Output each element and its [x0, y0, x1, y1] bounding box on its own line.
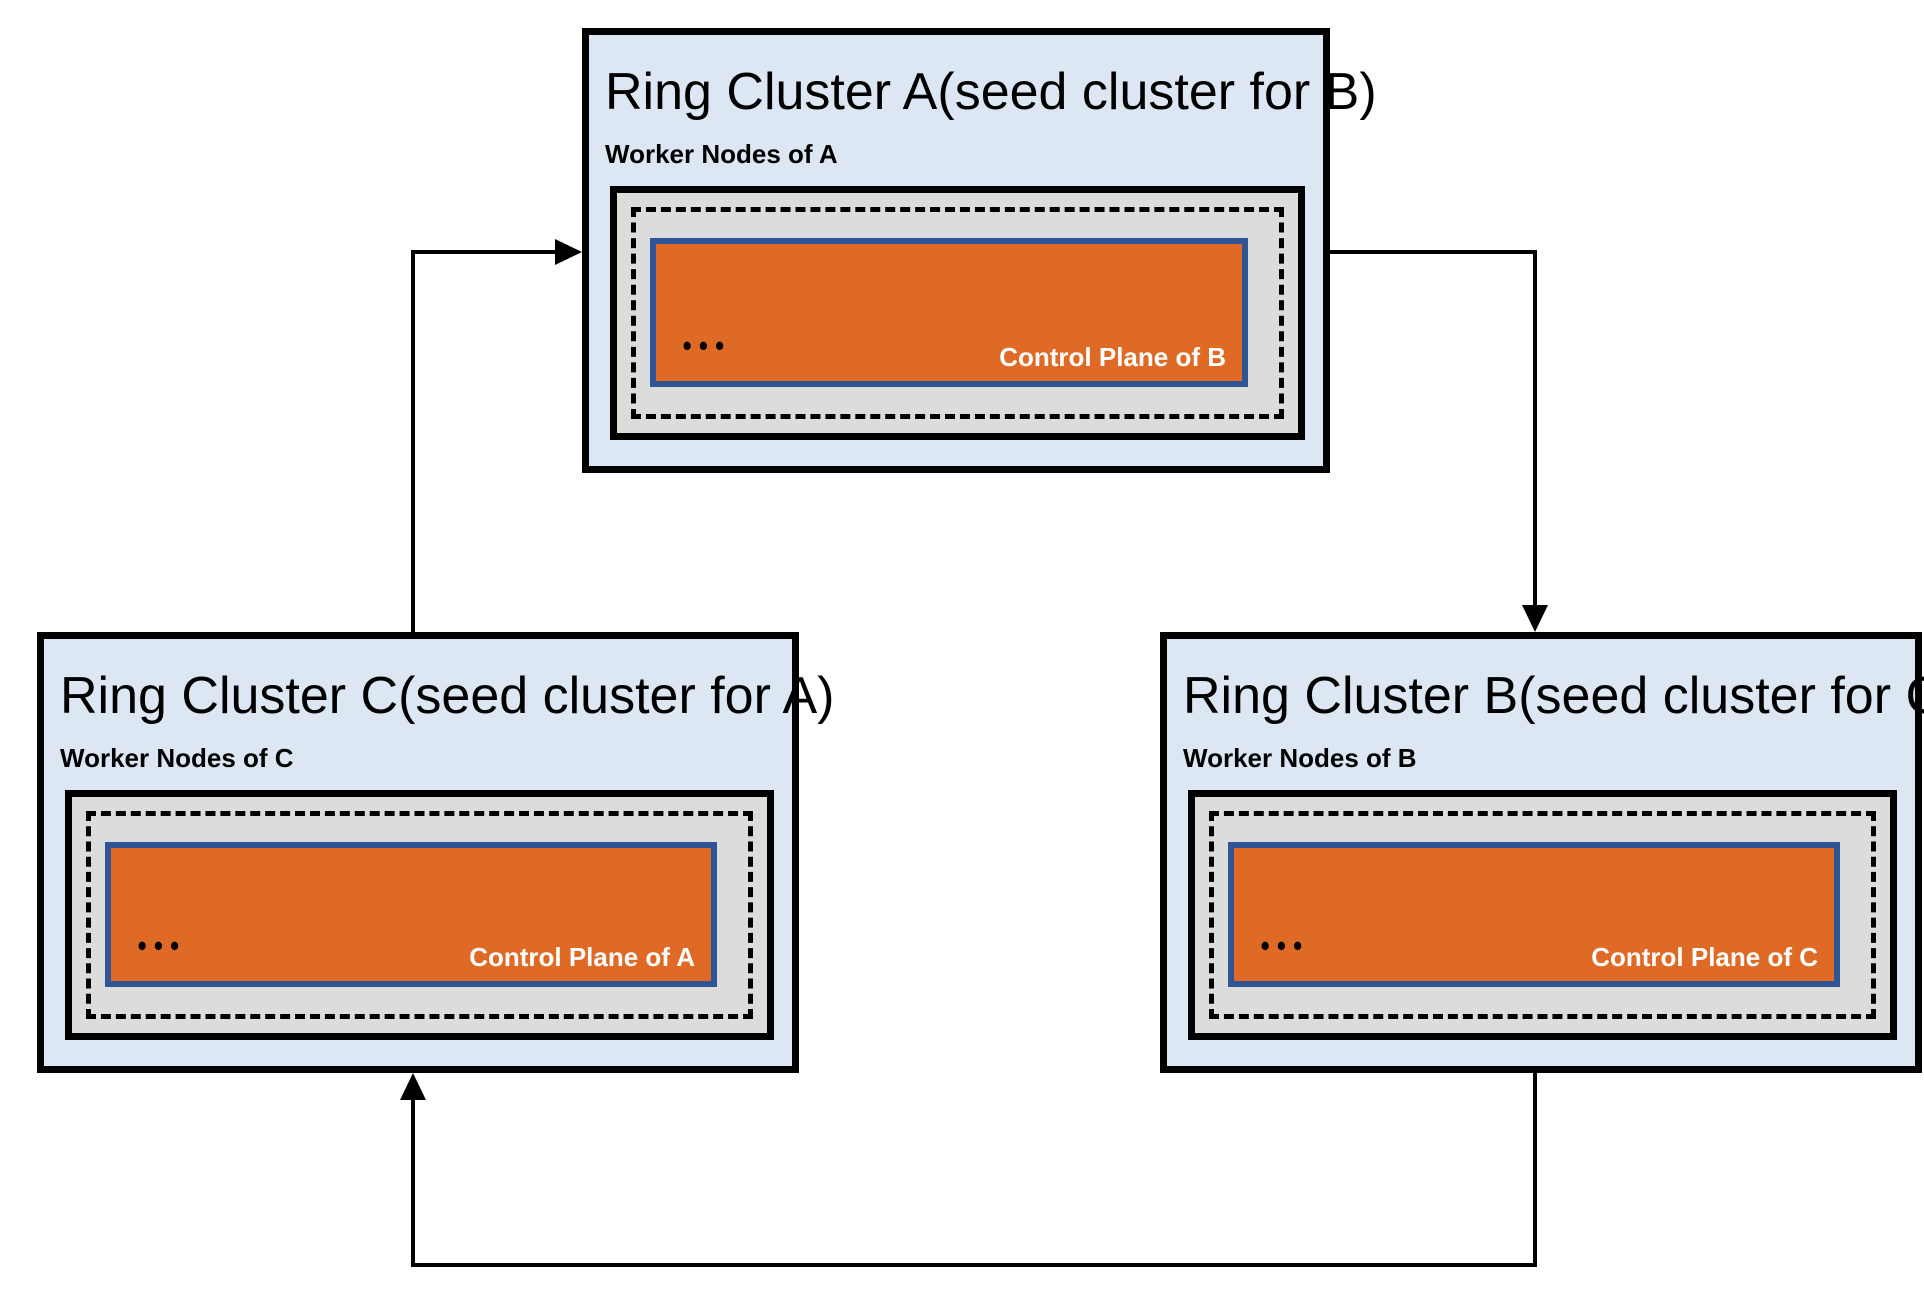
arrow-c-to-a-arrowhead-icon — [555, 239, 582, 265]
cluster-b-subtitle: (seed cluster for C) — [1518, 667, 1924, 725]
cluster-b-worker-nodes-label: Worker Nodes of B — [1183, 743, 1417, 773]
ellipsis-dots: ●●● — [137, 934, 186, 956]
cluster-a-control-plane-box: ●●● Control Plane of B — [650, 238, 1248, 387]
arrow-b-to-c-left-vertical-line — [411, 1098, 415, 1267]
cluster-a-worker-nodes-box: ●●● Control Plane of B — [610, 186, 1305, 440]
cluster-b-control-plane-box: ●●● Control Plane of C — [1228, 842, 1840, 987]
cluster-b-dashed-boundary: ●●● Control Plane of C — [1209, 811, 1876, 1019]
arrow-a-to-b-arrowhead-icon — [1522, 605, 1548, 632]
cluster-c-dashed-boundary: ●●● Control Plane of A — [86, 811, 753, 1019]
ring-cluster-b: Ring Cluster B (seed cluster for C) Work… — [1160, 632, 1924, 1073]
arrow-b-to-c-right-vertical-line — [1533, 1073, 1537, 1267]
arrow-c-to-a-vertical-line — [411, 250, 415, 632]
cluster-b-title-row: Ring Cluster B (seed cluster for C) — [1183, 667, 1924, 725]
cluster-c-worker-nodes-box: ●●● Control Plane of A — [65, 790, 774, 1040]
cluster-a-worker-nodes-label: Worker Nodes of A — [605, 139, 838, 169]
cluster-a-title-row: Ring Cluster A (seed cluster for B) — [605, 63, 1377, 121]
cluster-a-control-plane-label: Control Plane of B — [999, 342, 1226, 372]
arrow-b-to-c-horizontal-line — [411, 1263, 1537, 1267]
cluster-c-title: Ring Cluster C — [60, 667, 399, 725]
arrow-c-to-a-horizontal-line — [411, 250, 556, 254]
arrow-b-to-c-arrowhead-icon — [400, 1073, 426, 1100]
ring-cluster-a: Ring Cluster A (seed cluster for B) Work… — [582, 28, 1377, 473]
cluster-c-control-plane-label: Control Plane of A — [469, 942, 695, 972]
cluster-c-title-row: Ring Cluster C (seed cluster for A) — [60, 667, 835, 725]
cluster-b-title: Ring Cluster B — [1183, 667, 1519, 725]
cluster-c-subtitle: (seed cluster for A) — [398, 667, 835, 725]
cluster-a-subtitle: (seed cluster for B) — [937, 63, 1377, 121]
ring-cluster-c: Ring Cluster C (seed cluster for A) Work… — [37, 632, 835, 1073]
ellipsis-dots: ●●● — [1260, 934, 1309, 956]
cluster-a-dashed-boundary: ●●● Control Plane of B — [631, 207, 1284, 419]
arrow-a-to-b-horizontal-line — [1330, 250, 1537, 254]
cluster-a-title: Ring Cluster A — [605, 63, 938, 121]
arrow-a-to-b-vertical-line — [1533, 250, 1537, 606]
cluster-c-control-plane-box: ●●● Control Plane of A — [105, 842, 717, 987]
cluster-b-worker-nodes-box: ●●● Control Plane of C — [1188, 790, 1897, 1040]
cluster-c-worker-nodes-label: Worker Nodes of C — [60, 743, 294, 773]
cluster-b-control-plane-label: Control Plane of C — [1591, 942, 1818, 972]
ellipsis-dots: ●●● — [682, 334, 731, 356]
